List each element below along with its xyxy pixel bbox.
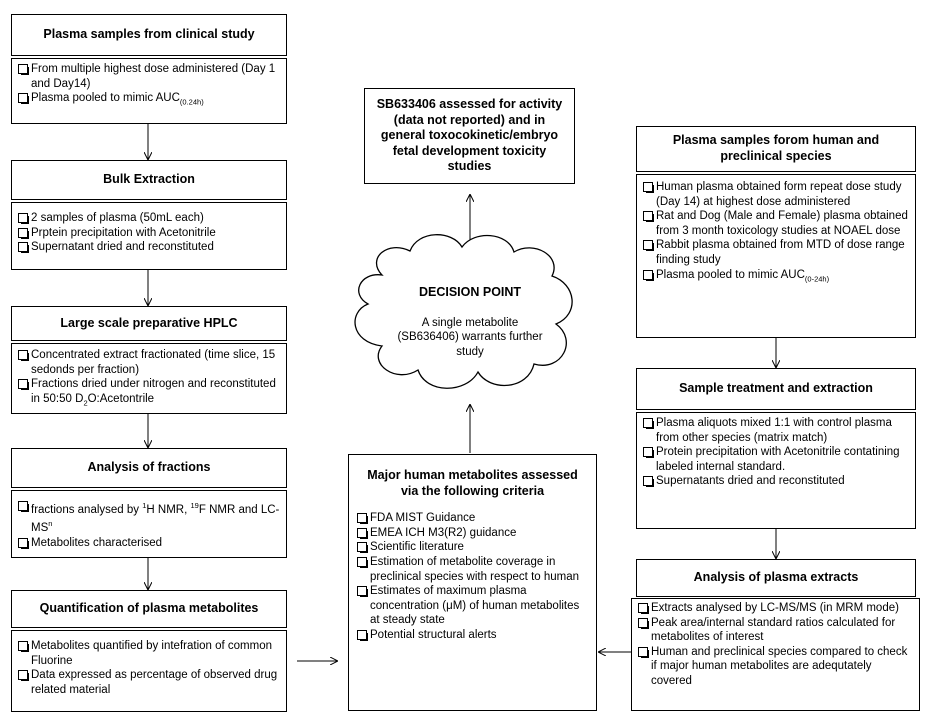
list-item: fractions analysed by 1H NMR, 19F NMR an… (18, 499, 280, 536)
checkbox-icon (18, 501, 29, 512)
list-item: Plasma pooled to mimic AUC(0.24h) (18, 91, 280, 110)
checkbox-icon (18, 641, 29, 652)
list-item: Estimation of metabolite coverage in pre… (357, 555, 588, 584)
list-item: From multiple highest dose administered … (18, 62, 280, 91)
box-analysis-fractions-body: fractions analysed by 1H NMR, 19F NMR an… (11, 490, 287, 558)
box-bulk-extraction-body: 2 samples of plasma (50mL each) Prptein … (11, 202, 287, 270)
list-item: Data expressed as percentage of observed… (18, 668, 280, 697)
checkbox-icon (643, 418, 654, 429)
list-item: Rabbit plasma obtained from MTD of dose … (643, 238, 909, 267)
box-analysis-plasma-header: Analysis of plasma extracts (636, 559, 916, 597)
checkbox-icon (18, 213, 29, 224)
box-quantification-header: Quantification of plasma metabolites (11, 590, 287, 628)
checkbox-icon (18, 537, 29, 549)
checkbox-icon (357, 630, 368, 641)
criteria-title: Major human metabolites assessed via the… (367, 468, 578, 498)
checkbox-icon (638, 617, 649, 629)
checkbox-icon (638, 603, 649, 614)
list-item: Human plasma obtained form repeat dose s… (643, 180, 909, 209)
decision-point-title: DECISION POINT (418, 285, 522, 299)
checkbox-icon (18, 350, 29, 361)
checkbox-icon (18, 242, 29, 254)
box-activity-assessed: SB633406 assessed for activity (data not… (364, 88, 575, 184)
box-hplc-header: Large scale preparative HPLC (11, 306, 287, 341)
list-item: Human and preclinical species compared t… (638, 645, 913, 689)
checkbox-icon (18, 670, 29, 682)
decision-cloud-shape (354, 234, 573, 389)
list-item: Metabolites quantified by intefration of… (18, 639, 280, 668)
list-item: Plasma aliquots mixed 1:1 with control p… (643, 416, 909, 445)
list-item: Concentrated extract fractionated (time … (18, 348, 280, 377)
box-sample-treatment-body: Plasma aliquots mixed 1:1 with control p… (636, 412, 916, 529)
checkbox-icon (357, 557, 368, 569)
decision-point: DECISION POINT A single metabolite (SB63… (380, 285, 560, 359)
checkbox-icon (638, 646, 649, 658)
box-plasma-human-preclinical-header: Plasma samples forom human and preclinic… (636, 126, 916, 172)
checkbox-icon (18, 64, 29, 75)
checkbox-icon (643, 182, 654, 193)
checkbox-icon (357, 586, 368, 598)
list-item: Protein precipitation with Acetonitrile … (643, 445, 909, 474)
list-item: Plasma pooled to mimic AUC(0-24h) (643, 268, 909, 287)
checkbox-icon (643, 476, 654, 488)
list-item: Fractions dried under nitrogen and recon… (18, 377, 280, 410)
box-major-metabolites-criteria: Major human metabolites assessed via the… (348, 454, 597, 711)
list-item: Rat and Dog (Male and Female) plasma obt… (643, 209, 909, 238)
checkbox-icon (357, 527, 368, 539)
checkbox-icon (357, 542, 368, 554)
box-plasma-clinical-header: Plasma samples from clinical study (11, 14, 287, 56)
list-item: FDA MIST Guidance (357, 511, 588, 526)
list-item: Peak area/internal standard ratios calcu… (638, 616, 913, 645)
list-item: Extracts analysed by LC-MS/MS (in MRM mo… (638, 601, 913, 616)
list-item: Prptein precipitation with Acetonitrile (18, 226, 280, 241)
checkbox-icon (18, 379, 29, 391)
box-analysis-fractions-header: Analysis of fractions (11, 448, 287, 488)
list-item: Potential structural alerts (357, 628, 588, 643)
checkbox-icon (643, 240, 654, 252)
checkbox-icon (643, 211, 654, 223)
list-item: Estimates of maximum plasma concentratio… (357, 584, 588, 628)
checkbox-icon (357, 513, 368, 525)
box-bulk-extraction-header: Bulk Extraction (11, 160, 287, 200)
checkbox-icon (643, 269, 654, 281)
box-quantification-body: Metabolites quantified by intefration of… (11, 630, 287, 712)
list-item: Metabolites characterised (18, 536, 280, 551)
checkbox-icon (18, 93, 29, 105)
box-analysis-plasma-body: Extracts analysed by LC-MS/MS (in MRM mo… (631, 598, 920, 711)
box-sample-treatment-header: Sample treatment and extraction (636, 368, 916, 410)
checkbox-icon (18, 227, 29, 239)
box-plasma-clinical-body: From multiple highest dose administered … (11, 58, 287, 124)
list-item: Supernatant dried and reconstituted (18, 240, 280, 255)
list-item: EMEA ICH M3(R2) guidance (357, 526, 588, 541)
decision-point-text: A single metabolite (SB636406) warrants … (397, 316, 543, 358)
list-item: Scientific literature (357, 540, 588, 555)
list-item: 2 samples of plasma (50mL each) (18, 211, 280, 226)
list-item: Supernatants dried and reconstituted (643, 474, 909, 489)
box-hplc-body: Concentrated extract fractionated (time … (11, 343, 287, 414)
box-plasma-human-preclinical-body: Human plasma obtained form repeat dose s… (636, 174, 916, 338)
checkbox-icon (643, 447, 654, 459)
